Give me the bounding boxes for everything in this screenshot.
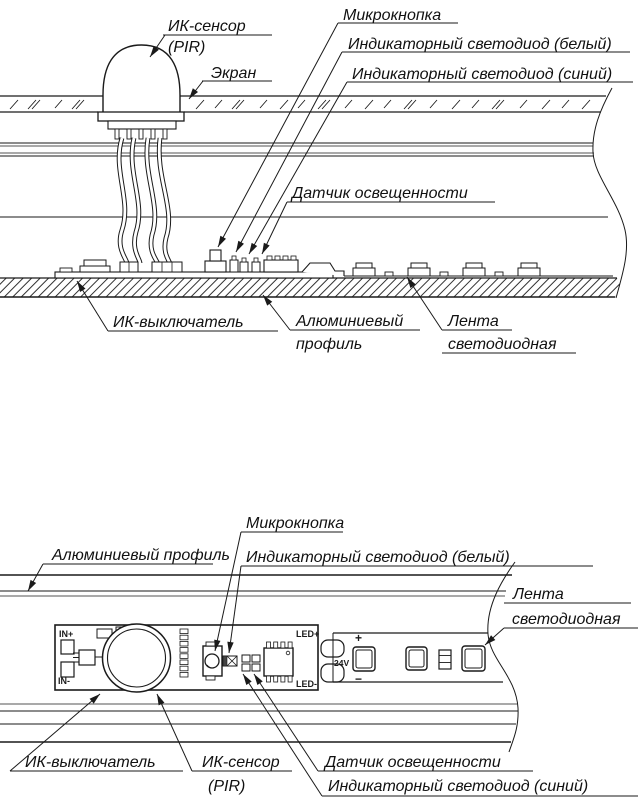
microbutton [202,641,223,681]
glass-hatch-ticks [9,99,591,110]
label-led-blue-top: Индикаторный светодиод (синий) [352,66,612,83]
plan-annotations: Алюминиевый профиль Микрокнопка Индикато… [9,515,638,797]
label-led-strip-top-1: Лента [447,313,499,330]
label-shelves [10,531,638,797]
break-line-top-view [592,87,628,299]
light-sensor [251,654,261,672]
strip-plus: + [355,631,362,645]
led-package-side [352,262,541,277]
profile-wall-lines [0,142,608,218]
label-light-sensor-plan: Датчик освещенности [323,754,501,771]
label-led-blue-plan: Индикаторный светодиод (синий) [328,778,588,795]
strip-resistor [438,649,452,670]
label-light-sensor-top: Датчик освещенности [290,185,468,202]
indicator-led-blue-side [239,257,249,273]
label-led-strip-plan-2: светодиодная [512,611,621,628]
pcb-in-plus: IN+ [59,629,73,639]
pir-sensor-dome [97,44,185,140]
label-ir-switch-plan: ИК-выключатель [25,754,156,771]
label-alu-profile-top-2: профиль [296,336,362,353]
indicator-led-blue [241,654,251,672]
label-ir-sensor-plan: ИК-сенсор [202,754,280,771]
section-annotations: ИК-сенсор (PIR) Экран Микрокнопка Индика… [76,7,633,354]
label-pir-top: (PIR) [168,39,205,56]
break-line-plan-view [487,561,519,753]
section-view: ИК-сенсор (PIR) Экран Микрокнопка Индика… [0,7,633,354]
label-shelves [108,22,633,354]
label-alu-profile-plan: Алюминиевый профиль [51,547,230,564]
transistor [73,649,102,666]
indicator-led-white-side [229,255,239,273]
ic-chip-side [263,255,299,273]
pcb-in-minus: IN- [58,676,70,686]
pir-sensor-top [101,623,172,693]
strip-voltage: 24V [334,658,349,668]
pcb-led-plus: LED+ [296,629,319,639]
indicator-led-white [222,655,238,667]
leader-arrows [28,579,496,706]
led-package [352,645,486,672]
microbutton-side [204,249,227,273]
led-strip-top: + − 24V [332,631,503,686]
label-led-strip-top-2: светодиодная [448,336,557,353]
label-ir-sensor-top: ИК-сенсор [168,18,246,35]
label-led-strip-plan-1: Лента [512,586,564,603]
pin-header [179,628,189,678]
ic-chip [263,641,294,683]
label-microbutton-plan: Микрокнопка [246,515,344,532]
label-microbutton-top: Микрокнопка [343,7,441,24]
label-alu-profile-top-1: Алюминиевый [295,313,403,330]
ir-switch-pcb-side [54,249,345,279]
pcb-led-minus: LED- [296,679,317,689]
dome-pins [114,128,168,140]
led-strip-side [344,262,613,277]
label-screen: Экран [211,65,256,82]
sensor-wires [116,137,173,265]
strip-minus: − [355,672,362,686]
plan-view: IN+ IN- [0,515,638,797]
light-sensor-side [251,257,261,273]
ir-switch-pcb: IN+ IN- [54,623,345,693]
leader-arrows [77,46,416,306]
screen-diffuser [0,95,606,113]
label-pir-plan: (PIR) [208,778,245,795]
label-ir-switch-top: ИК-выключатель [113,314,244,331]
aluminum-profile-section [0,277,621,298]
label-led-white-plan: Индикаторный светодиод (белый) [246,549,510,566]
wire-terminals [119,261,183,273]
left-chip [79,259,111,273]
label-led-white-top: Индикаторный светодиод (белый) [348,36,612,53]
profile-edges [0,574,518,743]
